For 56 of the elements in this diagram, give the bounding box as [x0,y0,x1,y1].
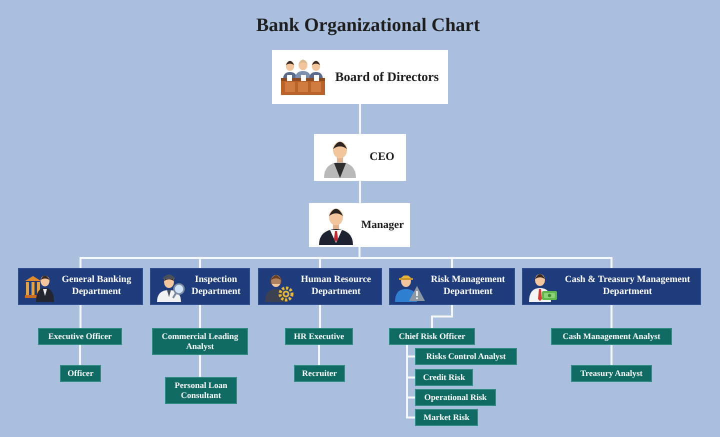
connector-line [358,247,612,268]
role-box [415,389,496,406]
role-title: Credit Risk [422,372,466,382]
role-title: Chief Risk Officer [398,332,466,342]
role-box [415,348,517,365]
connector-line [319,305,321,328]
role-title: Officer [66,368,94,378]
position-box [272,50,448,104]
role-box [285,328,353,345]
department-box [258,268,382,305]
role-box [294,365,345,382]
role-box [60,365,101,382]
role-box [571,365,652,382]
role-box [165,377,237,404]
connector-line [199,355,201,377]
position-box [309,203,410,247]
department-name: Risk Management Department [430,275,506,298]
department-box [150,268,250,305]
role-box [38,328,122,345]
connector-line [79,345,81,365]
role-title: Commercial Leading Analyst [160,332,240,352]
department-name: Cash & Treasury Management Department [564,275,692,298]
role-title: Risks Control Analyst [425,352,507,362]
role-title: Operational Risk [423,392,488,402]
role-title: Executive Officer [47,332,113,342]
connector-line [359,181,361,203]
role-title: Treasury Analyst [579,368,644,378]
department-name: General Banking Department [60,275,132,298]
role-title: Personal Loan Consultant [174,380,228,400]
department-box [18,268,143,305]
connector-line [80,305,82,328]
connector-line [359,104,361,134]
position-title: CEO [368,150,396,164]
role-box [551,328,672,345]
position-title: Manager [360,218,405,232]
position-box [314,134,406,181]
department-box [389,268,515,305]
position-title: Board of Directors [334,70,440,84]
connector-line [199,305,201,328]
department-box [522,268,701,305]
department-name: Inspection Department [190,275,242,298]
connector-line [610,305,612,328]
connector-line [406,345,415,418]
connector-line [318,345,320,365]
role-box [389,328,475,345]
department-name: Human Resource Department [300,275,372,298]
connector-line [431,305,453,328]
role-title: Recruiter [301,368,338,378]
chart-title: Bank Organizational Chart [255,15,481,38]
role-title: Cash Management Analyst [562,332,662,342]
connector-line [610,345,612,365]
role-box [415,369,473,386]
role-title: Market Risk [422,412,471,422]
role-box [415,409,478,426]
role-box [152,328,248,355]
role-title: HR Executive [292,332,346,342]
